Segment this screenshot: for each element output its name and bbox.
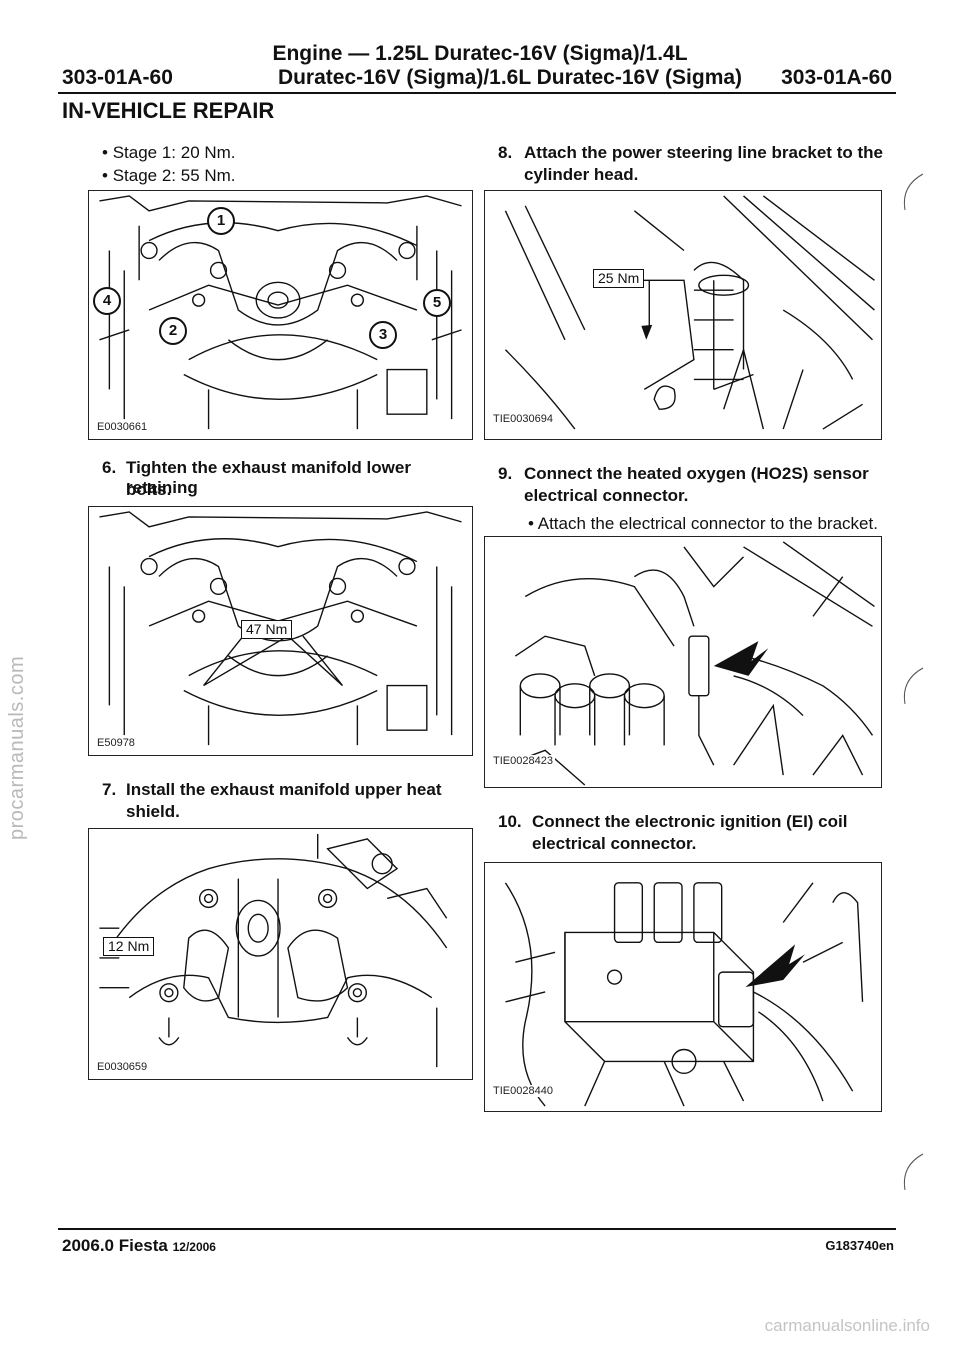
bullet-stage2: • Stage 2: 55 Nm. xyxy=(102,166,236,185)
callout-4: 4 xyxy=(93,287,121,315)
figure-id: E0030661 xyxy=(95,421,150,433)
callout-3: 3 xyxy=(369,321,397,349)
callout-2: 2 xyxy=(159,317,187,345)
header-title-line2: Duratec-16V (Sigma)/1.6L Duratec-16V (Si… xyxy=(277,66,743,89)
step9-bullet: • Attach the electrical connector to the… xyxy=(528,514,878,533)
bottom-watermark: carmanualsonline.info xyxy=(764,1316,930,1335)
figure-id: TIE0028423 xyxy=(491,755,555,767)
figure-steering-bracket: 25 Nm TIE0030694 xyxy=(484,190,882,440)
header-rule xyxy=(58,92,896,94)
torque-label: 12 Nm xyxy=(103,937,155,956)
margin-mark-bottom xyxy=(903,1153,924,1191)
margin-mark-middle xyxy=(903,667,924,705)
figure-id: E50978 xyxy=(95,737,137,749)
section-title: IN-VEHICLE REPAIR xyxy=(62,98,275,123)
footer-code: G183740en xyxy=(825,1238,894,1253)
figure-id: TIE0030694 xyxy=(491,413,555,425)
side-watermark: procarmanuals.com xyxy=(6,655,28,840)
callout-5: 5 xyxy=(423,289,451,317)
step-9: 9. Connect the heated oxygen (HO2S) sens… xyxy=(498,464,869,505)
torque-label: 47 Nm xyxy=(241,620,293,639)
margin-mark-top xyxy=(903,173,924,211)
ho2s-connector-drawing xyxy=(505,541,875,786)
figure-ei-coil-connector: TIE0028440 xyxy=(484,862,882,1112)
figure-manifold-sequence: 1 2 3 4 5 E0030661 xyxy=(88,190,473,440)
ei-coil-drawing xyxy=(504,882,864,1107)
footer-model: 2006.0 Fiesta 12/2006 xyxy=(62,1236,216,1255)
footer-rule xyxy=(58,1228,896,1230)
bullet-stage1: • Stage 1: 20 Nm. xyxy=(102,143,236,162)
figure-lower-bolts: 47 Nm E50978 xyxy=(88,506,473,756)
figure-id: TIE0028440 xyxy=(491,1085,555,1097)
step-10: 10. Connect the electronic ignition (EI)… xyxy=(498,812,848,853)
steering-bracket-drawing xyxy=(504,195,875,430)
lower-bolts-drawing xyxy=(99,511,462,746)
step-6: 6. Tighten the exhaust manifold lower re… xyxy=(102,458,411,499)
header-title-line1: Engine — 1.25L Duratec-16V (Sigma)/1.4L xyxy=(272,42,688,65)
header-code-left: 303-01A-60 xyxy=(62,66,173,89)
manifold-drawing xyxy=(99,195,462,430)
heat-shield-drawing xyxy=(99,833,448,1068)
header-code-right: 303-01A-60 xyxy=(781,66,892,89)
step-7: 7. Install the exhaust manifold upper he… xyxy=(102,780,442,821)
figure-heat-shield: 12 Nm E0030659 xyxy=(88,828,473,1080)
callout-1: 1 xyxy=(207,207,235,235)
figure-ho2s-connector: TIE0028423 xyxy=(484,536,882,788)
figure-id: E0030659 xyxy=(95,1061,150,1073)
torque-label: 25 Nm xyxy=(593,269,645,288)
step-8: 8. Attach the power steering line bracke… xyxy=(498,143,883,184)
